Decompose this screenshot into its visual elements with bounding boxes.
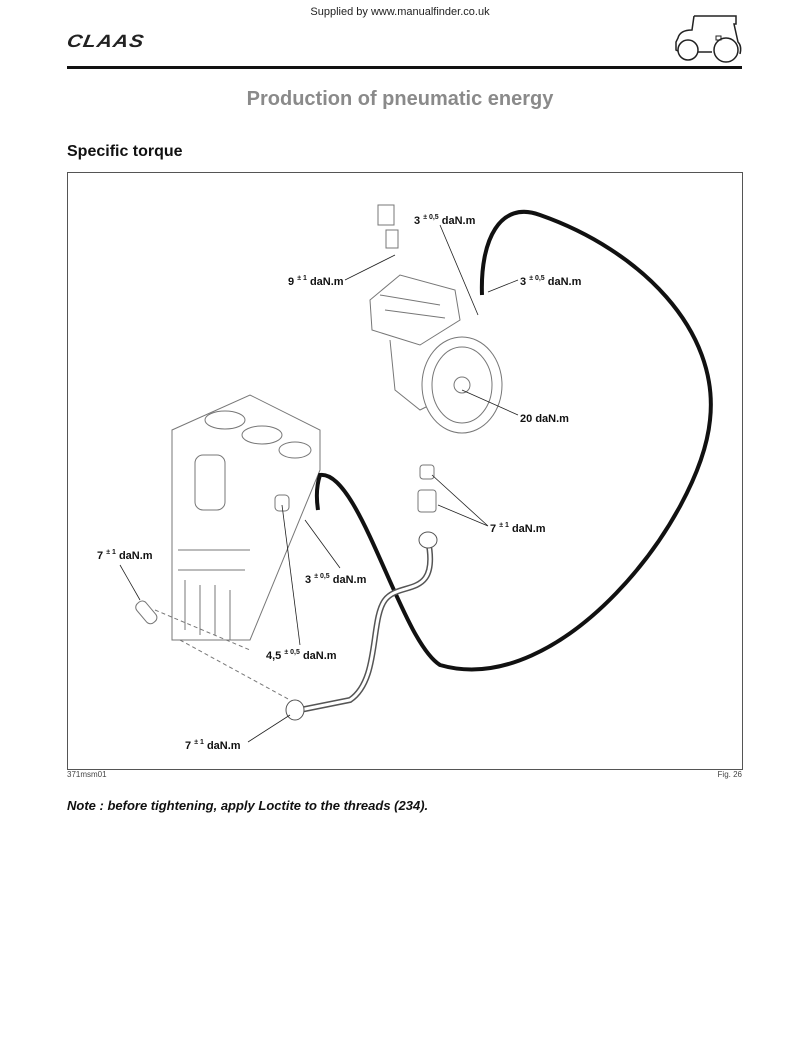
figure-code: 371msm01 (67, 770, 107, 779)
torque-label: 7 ± 1 daN.m (185, 739, 241, 752)
torque-label: 20 daN.m (520, 413, 569, 425)
torque-label: 7 ± 1 daN.m (490, 522, 546, 535)
torque-label: 3 ± 0,5 daN.m (520, 275, 582, 288)
page-title: Production of pneumatic energy (246, 88, 554, 110)
torque-label: 3 ± 0,5 daN.m (414, 214, 476, 227)
torque-label: 3 ± 0,5 daN.m (305, 573, 367, 586)
header-rule (67, 66, 742, 69)
supplier-text: Supplied by www.manualfinder.co.uk (310, 6, 490, 18)
torque-label: 4,5 ± 0,5 daN.m (266, 649, 337, 662)
figure-number: Fig. 26 (717, 770, 742, 779)
note-text: Note : before tightening, apply Loctite … (67, 798, 429, 813)
figure-frame (67, 172, 743, 770)
torque-label: 9 ± 1 daN.m (288, 275, 344, 288)
tractor-icon (675, 15, 742, 63)
torque-label: 7 ± 1 daN.m (97, 549, 153, 562)
section-title: Specific torque (67, 143, 183, 160)
